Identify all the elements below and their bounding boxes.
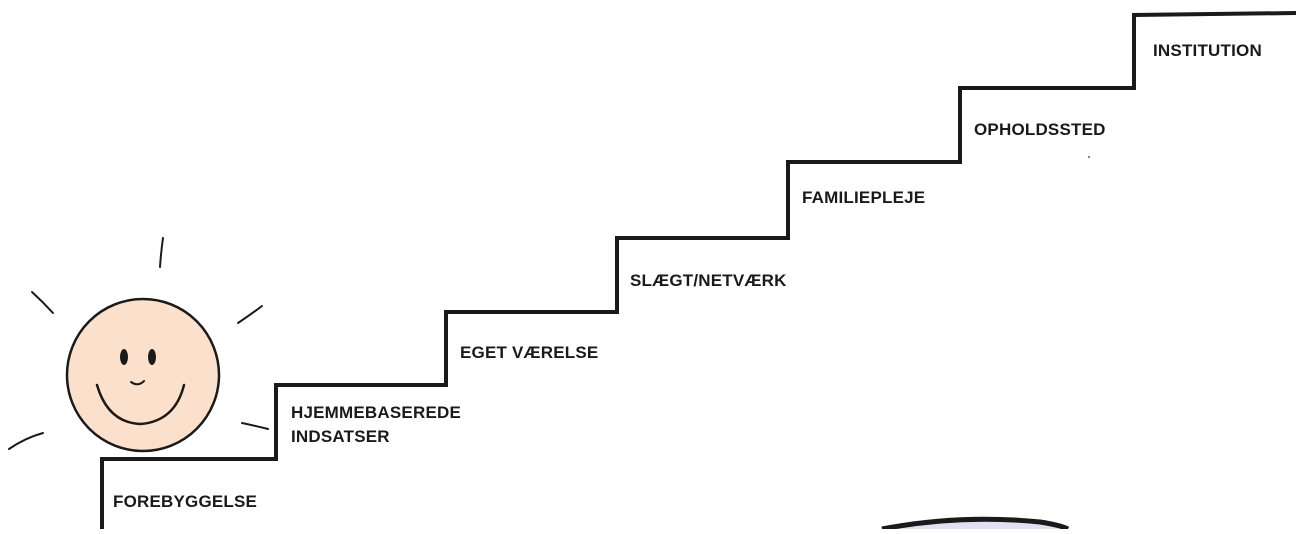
bottom-arc (881, 516, 1070, 532)
sun-rays (8, 237, 269, 450)
step-label-institution: INSTITUTION (1153, 39, 1262, 63)
step-label-line: FAMILIEPLEJE (802, 188, 926, 207)
smiley-mouth (95, 383, 186, 426)
smiley-nose (130, 380, 145, 386)
smiley-face (65, 297, 221, 453)
step-label-forebyggelse: FOREBYGGELSE (113, 490, 257, 514)
step-label-line: INDSATSER (291, 427, 390, 446)
smiley-head (65, 297, 221, 453)
sun-ray-lower-left (8, 432, 44, 450)
staircase-line (100, 11, 1296, 529)
sun-ray-lower-right (241, 422, 269, 430)
step-label-line: SLÆGT/NETVÆRK (630, 271, 787, 290)
smiley-right-eye (148, 349, 156, 365)
sun-ray-upper-left (31, 291, 54, 314)
step-label-line: INSTITUTION (1153, 41, 1262, 60)
step-label-eget-vaerelse: EGET VÆRELSE (460, 341, 598, 365)
step-label-familiepleje: FAMILIEPLEJE (802, 186, 925, 210)
step-label-line: EGET VÆRELSE (460, 343, 599, 362)
step-label-line: OPHOLDSSTED (974, 120, 1106, 139)
sun-ray-top (159, 237, 164, 268)
step-label-slaegt-netvaerk: SLÆGT/NETVÆRK (630, 269, 787, 293)
step-label-line: HJEMMEBASEREDE (291, 403, 461, 422)
sun-ray-upper-right (237, 305, 263, 324)
step-label-hjemmebaserede: HJEMMEBASEREDE INDSATSER (291, 401, 461, 449)
step-label-line: FOREBYGGELSE (113, 492, 258, 511)
step-label-opholdssted: OPHOLDSSTED (974, 118, 1106, 142)
speck-dot (1088, 156, 1090, 158)
smiley-left-eye (120, 349, 128, 365)
